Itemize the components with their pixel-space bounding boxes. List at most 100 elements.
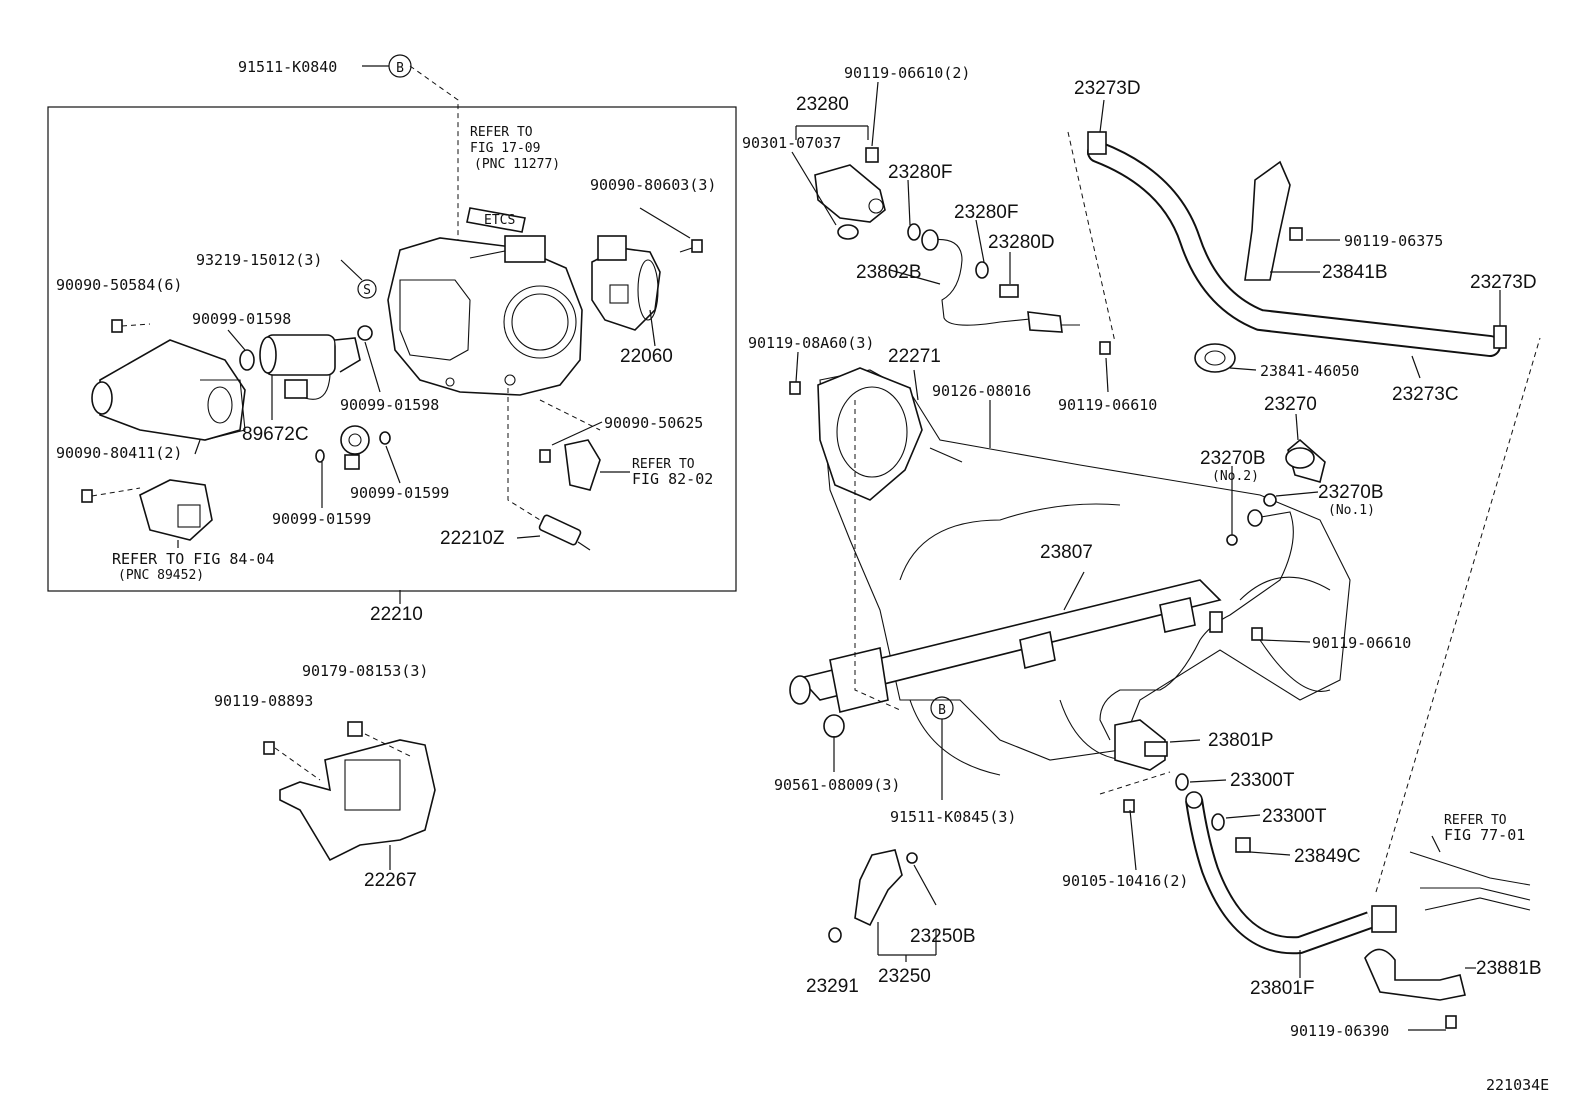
label-90090-50584: 90090-50584(6) <box>56 276 182 294</box>
label-23280: 23280 <box>796 94 849 115</box>
gasket-23280f-b <box>975 261 989 279</box>
label-23291: 23291 <box>806 976 859 997</box>
label-23270: 23270 <box>1264 394 1317 415</box>
gasket-23280f-a <box>907 223 921 241</box>
label-90179-08153: 90179-08153(3) <box>302 662 428 680</box>
bolt-23280d <box>999 284 1019 298</box>
label-refer-8404-b: (PNC 89452) <box>118 568 204 583</box>
assembly-box-22210 <box>47 106 737 592</box>
fuel-hose-23801f <box>1185 791 1397 955</box>
dash-line <box>854 400 901 711</box>
dash-line <box>409 65 459 250</box>
label-refer-8404-a: REFER TO FIG 84-04 <box>112 550 275 568</box>
injector-23250 <box>828 849 937 962</box>
label-23280d: 23280D <box>988 232 1055 253</box>
label-refer-1709-c: (PNC 11277) <box>474 157 560 172</box>
dash-line <box>539 399 601 431</box>
label-23841-46050: 23841-46050 <box>1260 362 1359 380</box>
label-22267: 22267 <box>364 870 417 891</box>
label-90119-06390: 90119-06390 <box>1290 1022 1389 1040</box>
label-90119-06375: 90119-06375 <box>1344 232 1443 250</box>
throttle-sensor-22060 <box>591 235 661 331</box>
bolt-9010510416 <box>1123 799 1135 813</box>
label-23280f-b: 23280F <box>954 202 1018 223</box>
label-refer-8202-b: FIG 82-02 <box>632 470 713 488</box>
oring-9009901598a <box>239 349 255 371</box>
label-90099-01598-a: 90099-01598 <box>192 310 291 328</box>
sensor-89452 <box>139 479 213 541</box>
pipe-23802b <box>921 229 1080 333</box>
callout-b-top-letter: B <box>396 61 404 76</box>
throttle-body-shape <box>387 235 583 396</box>
connector-23801p <box>1114 719 1168 771</box>
hose-23273c <box>1087 131 1507 357</box>
label-23270b-no1-note: (No.1) <box>1328 503 1375 518</box>
label-89672c: 89672C <box>242 424 309 445</box>
figure-code: 221034E <box>1486 1076 1549 1094</box>
label-23801p: 23801P <box>1208 730 1274 751</box>
label-23273d-b: 23273D <box>1470 272 1537 293</box>
label-23841b: 23841B <box>1322 262 1388 283</box>
label-23280f-a: 23280F <box>888 162 952 183</box>
label-90119-06610-b: 90119-06610 <box>1058 396 1157 414</box>
gasket-23300t-a <box>1175 773 1189 791</box>
label-23807: 23807 <box>1040 542 1093 563</box>
label-90119-06610-2: 90119-06610(2) <box>844 64 970 82</box>
dash-line <box>507 388 541 521</box>
label-23273d-a: 23273D <box>1074 78 1141 99</box>
label-23250: 23250 <box>878 966 931 987</box>
label-22210z: 22210Z <box>440 528 505 549</box>
label-plate: ETCS <box>466 207 526 233</box>
label-23300t-b: 23300T <box>1262 806 1327 827</box>
label-93219-15012: 93219-15012(3) <box>196 251 322 269</box>
label-90301-07037: 90301-07037 <box>742 134 841 152</box>
label-91511-k0840: 91511-K0840 <box>238 58 337 76</box>
sensor-22210z <box>538 514 591 551</box>
clamp-23881b <box>1364 948 1466 1029</box>
gear-cover <box>91 339 246 441</box>
bolt-9009050584 <box>111 319 151 333</box>
bolt-90119086a60 <box>789 381 801 395</box>
washer-9009901599b <box>315 449 325 463</box>
fuel-rail-23807 <box>789 579 1222 713</box>
callout-s <box>357 279 377 299</box>
stud-9012608016 <box>929 447 963 463</box>
label-group: 91511-K0840 REFER TO FIG 17-09 (PNC 1127… <box>56 58 1549 1094</box>
motor-89672c <box>259 334 361 400</box>
label-90099-01599-a: 90099-01599 <box>350 484 449 502</box>
oring-23270b1 <box>1263 493 1277 507</box>
label-90099-01598-b: 90099-01598 <box>340 396 439 414</box>
dash-line <box>1375 337 1541 893</box>
svg-text:ETCS: ETCS <box>484 213 515 228</box>
label-23270b-no1: 23270B <box>1318 482 1384 503</box>
callout-s-letter: S <box>363 283 371 298</box>
oring-23270b2 <box>1226 534 1238 546</box>
label-22210: 22210 <box>370 604 423 625</box>
label-90090-50625: 90090-50625 <box>604 414 703 432</box>
label-23270b-no2-note: (No.2) <box>1212 469 1259 484</box>
label-23250b: 23250B <box>910 926 976 947</box>
gear <box>340 425 370 470</box>
label-23802b: 23802B <box>856 262 922 283</box>
label-23273c: 23273C <box>1392 384 1459 405</box>
bracket-23841b <box>1244 160 1303 281</box>
callout-b-bottom-letter: B <box>938 703 946 718</box>
label-90099-01599-b: 90099-01599 <box>272 510 371 528</box>
gasket-23300t-b <box>1211 813 1225 831</box>
bolt-9011906610c <box>1251 627 1263 641</box>
oring-9009901598b <box>357 325 373 341</box>
label-90090-80603: 90090-80603(3) <box>590 176 716 194</box>
union-23849c <box>1235 837 1251 853</box>
regulator-23270 <box>1285 438 1326 483</box>
return-pipe <box>1099 509 1294 741</box>
label-refer-1709-a: REFER TO <box>470 125 533 140</box>
label-90119-08893: 90119-08893 <box>214 692 313 710</box>
label-90561-08009: 90561-08009(3) <box>774 776 900 794</box>
label-90126-08016: 90126-08016 <box>932 382 1031 400</box>
damper-23280 <box>795 125 886 240</box>
bracket-8202 <box>539 439 601 491</box>
bolt-9009080411 <box>81 487 141 503</box>
label-22060: 22060 <box>620 346 673 367</box>
clip-2384146050 <box>1194 343 1236 373</box>
